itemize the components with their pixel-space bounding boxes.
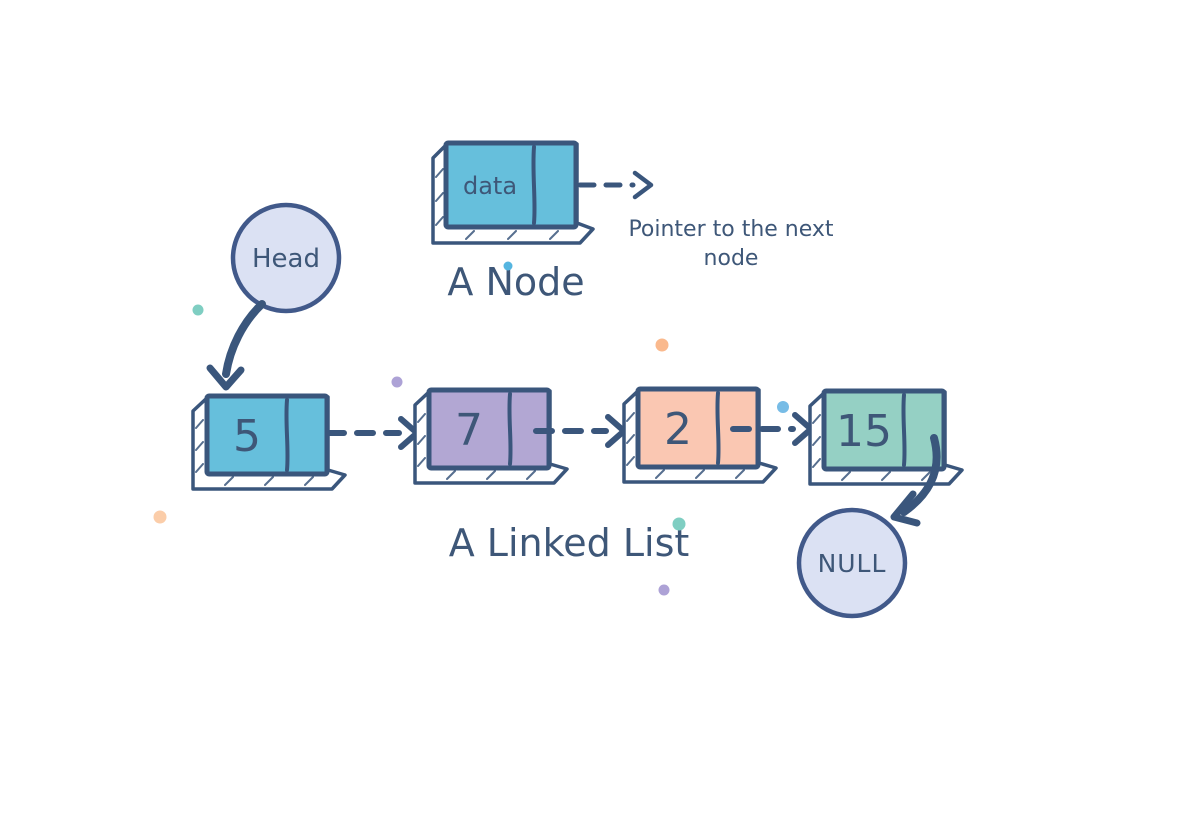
node-value: 5 — [233, 411, 261, 462]
head-arrow — [222, 300, 266, 378]
a-linked-list-caption: A Linked List — [449, 521, 690, 565]
node-value: 15 — [836, 406, 892, 457]
node-value: 7 — [455, 405, 483, 456]
pointer-annotation: Pointer to the next node — [628, 217, 833, 271]
arrowhead-icon — [632, 170, 654, 200]
null-arrow — [900, 434, 941, 516]
demo-pointer-arrow — [577, 170, 654, 200]
null-arrowhead-icon — [890, 490, 921, 527]
list-node-2: 7 — [413, 387, 569, 485]
a-node-caption: A Node — [447, 260, 584, 304]
demo-node-divider — [531, 145, 537, 225]
list-node-3: 2 — [622, 386, 778, 484]
null-label: NULL — [818, 549, 887, 578]
demo-node-box — [443, 140, 579, 230]
list-node-4: 15 — [808, 388, 964, 486]
head-label: Head — [252, 244, 320, 274]
null-circle — [796, 507, 908, 619]
node-value: 2 — [664, 404, 692, 455]
decor-dot — [655, 338, 669, 352]
decor-dot — [658, 584, 670, 596]
list-node-1: 5 — [191, 393, 347, 491]
head-arrowhead-icon — [206, 364, 245, 391]
head-circle — [230, 202, 342, 314]
node-box — [821, 388, 947, 472]
demo-node: data — [431, 140, 595, 245]
node-box — [426, 387, 552, 471]
decor-dot — [777, 401, 789, 413]
arrowhead-icon — [605, 414, 627, 448]
pointer-annotation-line2: node — [704, 246, 759, 271]
decor-dot — [153, 510, 167, 524]
null-terminator: NULL — [796, 434, 941, 619]
decor-dot — [672, 517, 686, 531]
decor-dot — [503, 261, 513, 271]
node-box — [635, 386, 761, 470]
node-box — [204, 393, 330, 477]
head-pointer: Head — [206, 202, 342, 391]
pointer-annotation-line1: Pointer to the next — [628, 217, 833, 242]
next-arrow-1 — [325, 416, 420, 450]
decor-dot — [391, 376, 403, 388]
decor-dot — [192, 304, 204, 316]
demo-node-data-label: data — [463, 172, 517, 200]
